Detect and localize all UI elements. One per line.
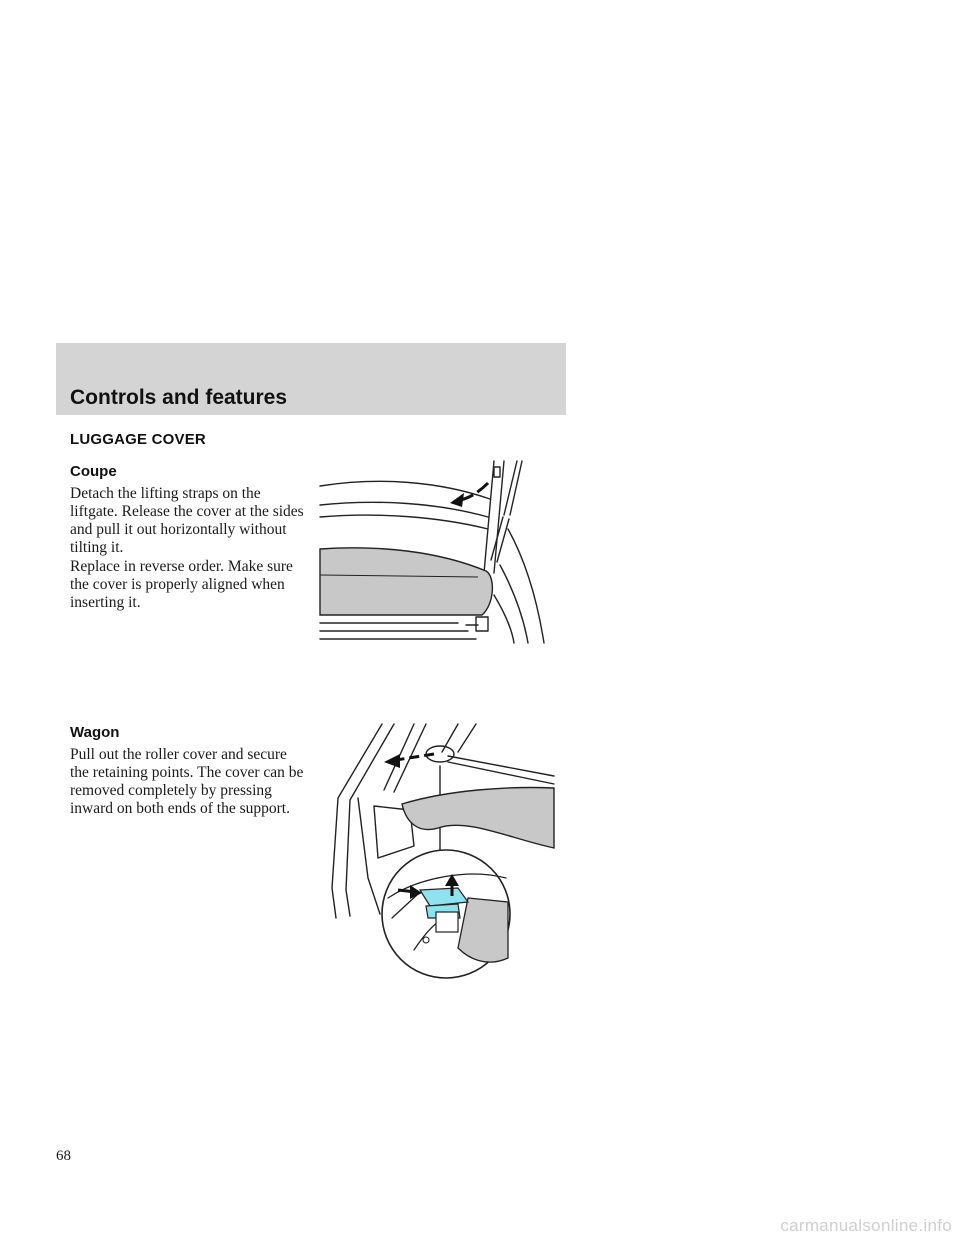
coupe-paragraph-1: Detach the lifting straps on the liftgat… [70,485,304,556]
watermark: carmanualsonline.info [780,1216,952,1235]
wagon-heading: Wagon [70,724,120,741]
wagon-paragraph-1: Pull out the roller cover and secure the… [70,746,304,817]
wagon-luggage-cover-illustration [331,723,555,979]
section-title: Controls and features [70,386,288,409]
coupe-paragraph-2: Replace in reverse order. Make sure the … [70,558,293,611]
coupe-luggage-cover-illustration [319,460,545,644]
luggage-cover-heading: LUGGAGE COVER [70,431,206,448]
section-header-band: Controls and features [56,343,566,415]
coupe-heading: Coupe [70,463,117,480]
page-number: 68 [56,1148,71,1164]
